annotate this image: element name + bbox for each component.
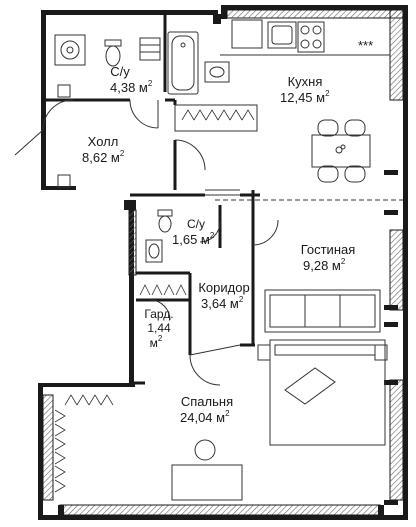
wardrobe-hanger-rack: [54, 394, 114, 493]
room-area-wardrobe: 1,44: [147, 321, 171, 335]
sink-icon-2: [145, 239, 163, 263]
window-markers: [58, 170, 398, 517]
bed-icon: [257, 339, 388, 446]
room-name-wardrobe: Гард.: [144, 307, 173, 321]
counter-stars: ***: [358, 38, 373, 53]
room-unit-wardrobe: м2: [150, 334, 163, 350]
room-area-hall: 8,62 м2: [82, 149, 125, 165]
room-label-kitchen: Кухня 12,45 м2: [280, 74, 330, 105]
room-name-hall: Холл: [88, 134, 119, 149]
fridge-icon: [231, 19, 263, 49]
room-label-corridor: Коридор 3,64 м2: [198, 280, 249, 311]
bathtub-icon: [167, 31, 199, 95]
room-label-bath1: С/у 4,38 м2: [110, 64, 153, 95]
room-label-bath2: С/у 1,65 м2: [172, 217, 215, 247]
hanger-rack-corridor: [139, 284, 187, 296]
kitchen-sink-icon: [267, 21, 297, 49]
room-area-bath1: 4,38 м2: [110, 79, 153, 95]
stove-marks-label: ***: [358, 38, 373, 53]
room-name-bath2: С/у: [187, 217, 205, 231]
room-name-bedroom: Спальня: [181, 394, 233, 409]
washing-machine-icon: [54, 34, 86, 66]
hall-corner-marks: [57, 84, 71, 188]
toilet-icon-2: [157, 209, 173, 233]
partition-lines: [14, 54, 403, 386]
room-area-bedroom: 24,04 м2: [180, 409, 230, 425]
vanity-icon: [171, 439, 243, 501]
room-area-kitchen: 12,45 м2: [280, 89, 330, 105]
room-name-living: Гостиная: [301, 242, 356, 257]
dining-table-icon: [311, 119, 371, 183]
interior-walls: [43, 15, 260, 385]
room-area-living: 9,28 м2: [303, 257, 346, 273]
sink-icon: [204, 61, 230, 83]
sofa-icon: [264, 289, 381, 333]
room-label-bedroom: Спальня 24,04 м2: [180, 394, 233, 425]
room-name-kitchen: Кухня: [288, 74, 323, 89]
radiator-icon: [139, 37, 161, 61]
windows: [42, 9, 404, 516]
room-area-corridor: 3,64 м2: [201, 295, 244, 311]
stove-icon: [297, 21, 325, 53]
toilet-icon: [104, 39, 122, 67]
room-label-hall: Холл 8,62 м2: [82, 134, 125, 165]
room-name-bath1: С/у: [110, 64, 130, 79]
hanger-rack-hall: [181, 109, 255, 121]
room-label-wardrobe: Гард. 1,44 м2: [144, 307, 173, 350]
room-name-corridor: Коридор: [198, 280, 249, 295]
room-area-bath2: 1,65 м2: [172, 231, 215, 247]
room-label-living: Гостиная 9,28 м2: [301, 242, 356, 273]
